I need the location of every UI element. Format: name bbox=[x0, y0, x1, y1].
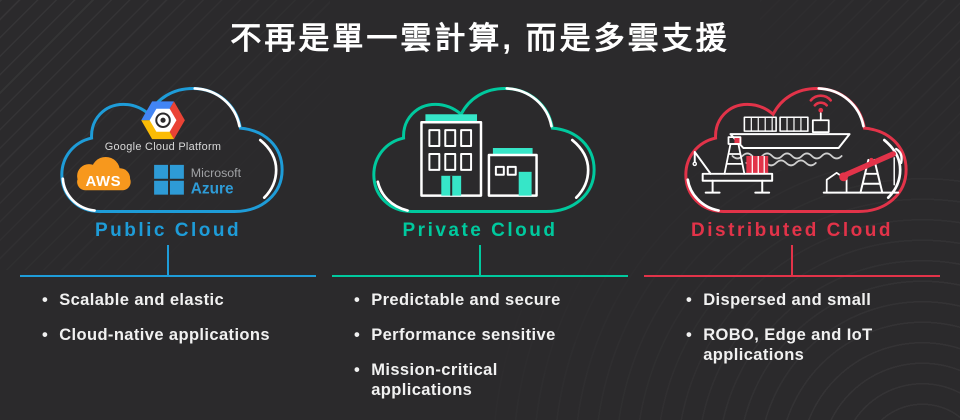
public-cloud-label: Public Cloud bbox=[94, 220, 242, 241]
private-cloud-label: Private Cloud bbox=[402, 220, 558, 241]
distributed-cloud-bullet-list: Dispersed and small ROBO, Edge and IoT a… bbox=[644, 290, 940, 365]
public-cloud-icon: Google Cloud Platform AWS bbox=[60, 86, 284, 214]
distributed-cloud-graphic bbox=[644, 74, 940, 224]
divider-line bbox=[332, 275, 628, 277]
cloud-outline bbox=[684, 86, 908, 214]
distributed-cloud-icon bbox=[684, 86, 908, 214]
private-cloud-icon bbox=[372, 86, 596, 214]
oil-rig-icon bbox=[692, 136, 774, 194]
private-cloud-bullet-list: Predictable and secure Performance sensi… bbox=[332, 290, 628, 401]
bullet-item: Performance sensitive bbox=[354, 325, 628, 345]
bullet-item: Mission-critical applications bbox=[354, 360, 628, 400]
cloud-highlight bbox=[882, 138, 902, 199]
column-private-cloud: Private Cloud Predictable and secure Per… bbox=[332, 74, 628, 416]
aws-logo-text: AWS bbox=[85, 174, 121, 190]
distributed-cloud-label: Distributed Cloud bbox=[691, 220, 893, 241]
bullet-item: ROBO, Edge and IoT applications bbox=[686, 325, 940, 365]
cloud-highlight bbox=[686, 178, 720, 212]
gcp-logo-text: Google Cloud Platform bbox=[105, 141, 222, 153]
microsoft-window-logo-icon: Microsoft Azure bbox=[154, 164, 242, 198]
public-cloud-graphic: Google Cloud Platform AWS bbox=[20, 74, 316, 224]
cloud-highlight bbox=[505, 87, 553, 128]
cloud-highlight bbox=[193, 87, 241, 128]
cloud-highlight bbox=[817, 87, 865, 128]
divider-line bbox=[20, 275, 316, 277]
column-distributed-cloud: Distributed Cloud Dispersed and small RO… bbox=[644, 74, 940, 416]
azure-text: Azure bbox=[191, 181, 234, 198]
connector-line bbox=[791, 245, 793, 275]
aws-cloud-logo-icon: AWS bbox=[77, 156, 131, 191]
connector-line bbox=[479, 245, 481, 275]
gcp-hexagon-logo-icon bbox=[141, 101, 185, 140]
private-cloud-graphic bbox=[332, 74, 628, 224]
bullet-item: Cloud-native applications bbox=[42, 325, 316, 345]
cloud-columns-row: Google Cloud Platform AWS bbox=[0, 74, 960, 416]
cloud-highlight bbox=[258, 138, 278, 199]
cloud-highlight bbox=[61, 177, 96, 212]
public-cloud-bullet-list: Scalable and elastic Cloud-native applic… bbox=[20, 290, 316, 345]
wifi-signal-icon bbox=[809, 94, 832, 113]
divider-line bbox=[644, 275, 940, 277]
bullet-item: Scalable and elastic bbox=[42, 290, 316, 310]
cloud-outline bbox=[372, 86, 596, 214]
column-public-cloud: Google Cloud Platform AWS bbox=[20, 74, 316, 416]
cloud-highlight bbox=[376, 180, 409, 212]
cloud-highlight bbox=[570, 138, 590, 199]
microsoft-text: Microsoft bbox=[191, 166, 242, 180]
pump-jack-icon bbox=[822, 147, 903, 194]
bullet-item: Predictable and secure bbox=[354, 290, 628, 310]
connector-line bbox=[167, 245, 169, 275]
bullet-item: Dispersed and small bbox=[686, 290, 940, 310]
office-buildings-icon bbox=[420, 114, 538, 197]
page-title: 不再是單一雲計算, 而是多雲支援 bbox=[230, 21, 730, 56]
